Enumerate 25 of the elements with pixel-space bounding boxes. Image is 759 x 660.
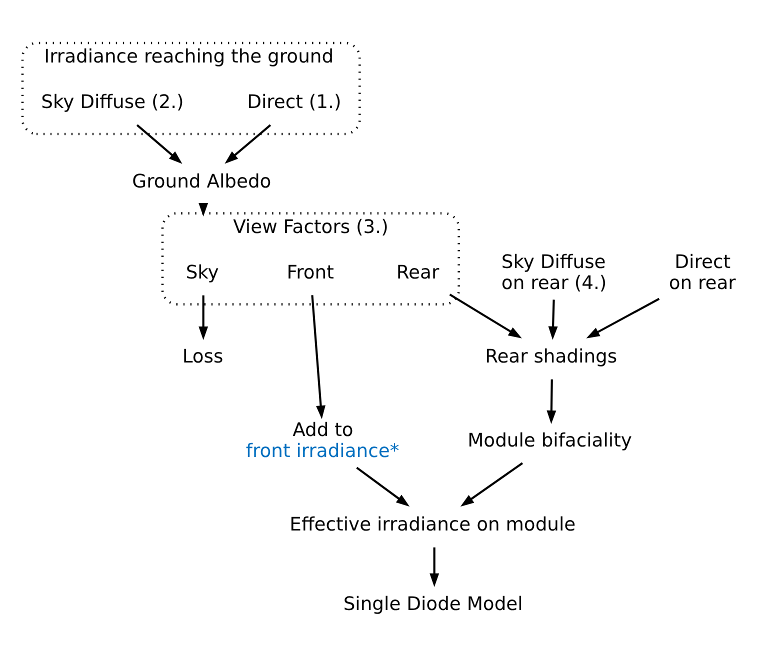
node-text: Sky Diffuse on rear (4.) (501, 252, 607, 294)
node-text: Single Diode Model (343, 594, 523, 615)
node-text: Front (286, 262, 334, 284)
arrow (136, 124, 182, 164)
node-text: Add to front irradiance* (246, 420, 400, 462)
arrow (311, 295, 326, 420)
node-text: Module bifaciality (468, 430, 632, 452)
node-text: Effective irradiance on module (290, 514, 576, 536)
arrow (224, 124, 272, 164)
arrow (586, 298, 660, 338)
node-text: Rear (396, 262, 440, 284)
arrow (356, 466, 410, 507)
arrow (198, 295, 208, 340)
node-text: Sky (186, 262, 219, 284)
node-text: Loss (182, 346, 224, 368)
node-text: Rear shadings (485, 346, 618, 368)
node-text: Sky Diffuse (2.) (41, 92, 184, 114)
arrow (546, 379, 556, 424)
node-text: Direct (1.) (247, 92, 342, 114)
arrow (548, 300, 558, 340)
node-text: Ground Albedo (132, 171, 272, 192)
arrow (430, 547, 440, 587)
arrow (460, 462, 524, 507)
node-text: Direct on rear (668, 252, 736, 294)
arrow (449, 294, 522, 338)
